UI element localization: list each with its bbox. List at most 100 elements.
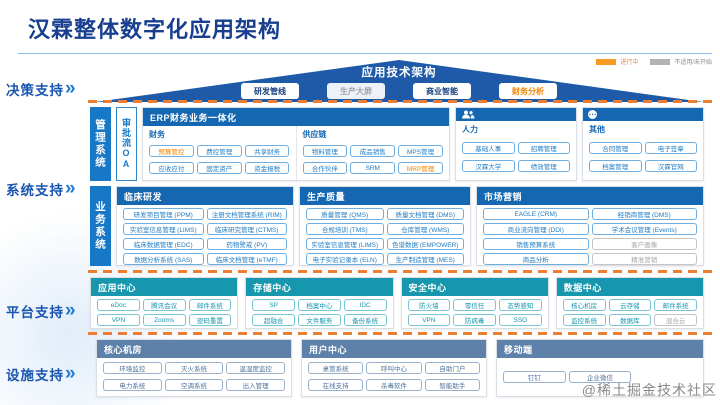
roof-button[interactable]: 财务分析 [499, 83, 557, 99]
item-pill[interactable]: 呼叫中心 [366, 362, 422, 375]
item-pill[interactable]: 物料管理 [302, 145, 348, 157]
item-pill[interactable]: 密码重置 [188, 314, 232, 326]
in-progress-swatch [596, 58, 617, 65]
item-pill[interactable]: 合同管理 [589, 141, 642, 154]
item-pill[interactable]: 实验室信息管理 (LIMS) [306, 238, 384, 250]
dashed-separator [88, 270, 712, 273]
item-pill[interactable]: 经销商管理 (DMS) [591, 208, 697, 220]
item-pill[interactable]: EAGLE (CRM) [483, 208, 589, 220]
roof-button[interactable]: 商业智能 [413, 83, 471, 99]
item-pill[interactable]: 企业微信 [568, 370, 632, 383]
item-pill[interactable]: 电子签章 [644, 141, 697, 154]
item-pill[interactable]: 出入管理 [226, 378, 285, 391]
item-pill[interactable]: eDoc [97, 299, 140, 311]
item-pill[interactable]: 研发项目管理 (PPM) [123, 208, 204, 220]
item-pill[interactable]: IDC [343, 299, 387, 311]
roof-button[interactable]: 生产大屏 [327, 83, 385, 99]
ellipsis-icon: ⋯ [588, 109, 597, 119]
data-center-items: 核心机房云存储邮件系统监控系统数据库混合云 [557, 296, 703, 330]
item-pill[interactable]: 自助门户 [424, 362, 480, 375]
item-pill[interactable]: 预算管控 [149, 145, 194, 157]
item-pill[interactable]: 基础人事 [462, 141, 515, 154]
item-pill[interactable]: 商品分析 [483, 253, 589, 265]
item-pill[interactable]: 客户画像 [591, 238, 697, 250]
item-pill[interactable]: 混合云 [654, 314, 697, 326]
item-pill[interactable]: 零信任 [453, 299, 496, 311]
item-pill[interactable]: 生产制造管理 (MES) [386, 253, 464, 265]
item-pill[interactable]: 电子实验记录本 (ELN) [306, 253, 384, 265]
item-pill[interactable]: 质量管理 (QMS) [306, 208, 384, 220]
item-pill[interactable]: 邮件系统 [654, 299, 697, 311]
item-pill[interactable]: 汉霖大学 [462, 160, 515, 173]
item-pill[interactable]: 备份系统 [343, 314, 387, 326]
item-pill[interactable]: 临床研究管理 (CTMS) [206, 223, 287, 235]
item-pill[interactable]: 超融合 [252, 314, 295, 326]
item-pill[interactable]: 防病毒 [453, 314, 496, 326]
item-pill[interactable]: 固定资产 [196, 162, 242, 174]
item-pill[interactable]: 监控系统 [562, 314, 606, 326]
item-pill[interactable]: 档案中心 [298, 299, 341, 311]
other-box: ⋯ 其他 合同管理电子签章档案管理汉霖官网 [582, 107, 704, 181]
item-pill[interactable]: SRM [350, 162, 396, 174]
item-pill[interactable]: 电力系统 [103, 378, 162, 391]
item-pill[interactable]: 灭火系统 [164, 362, 224, 375]
item-pill[interactable]: 汉霖官网 [644, 160, 697, 173]
item-pill[interactable]: 实验室信息管理 (LIMS) [123, 223, 204, 235]
item-pill[interactable]: 数据分析系统 (SAS) [123, 253, 204, 265]
item-pill[interactable]: 费控管理 [196, 145, 242, 157]
item-pill[interactable]: SSO [499, 314, 542, 326]
item-pill[interactable]: 仓库管理 (WMS) [386, 223, 464, 235]
item-pill[interactable]: 文件服务 [298, 314, 341, 326]
box-title: 市场营销 [477, 187, 703, 205]
item-pill[interactable]: VPN [97, 314, 140, 326]
item-pill[interactable]: 药物警戒 (PV) [206, 238, 287, 250]
item-pill[interactable]: 核心机房 [562, 299, 606, 311]
item-pill[interactable]: 在线支持 [308, 378, 364, 391]
item-pill[interactable]: MPS管理 [398, 145, 443, 157]
roof-button[interactable]: 研发管线 [241, 83, 299, 99]
item-pill[interactable]: 色谱数据 (EMPOWER) [386, 238, 464, 250]
item-pill[interactable]: 精准营销 [591, 253, 697, 265]
item-pill[interactable]: 温湿度监控 [226, 362, 285, 375]
item-pill[interactable]: 学术会议管理 (Events) [591, 223, 697, 235]
item-pill[interactable]: 邮件系统 [188, 299, 232, 311]
item-pill[interactable]: 合规培训 (TMS) [306, 223, 384, 235]
user-center-items: 桌管系统呼叫中心自助门户在线支持杀毒软件智能助手 [302, 358, 486, 396]
item-pill[interactable]: 合作伙伴 [302, 162, 348, 174]
item-pill[interactable]: 智能助手 [424, 378, 480, 391]
group-label: 供应链 [302, 130, 327, 139]
item-pill[interactable]: 成品销售 [350, 145, 396, 157]
box-title: 应用中心 [91, 278, 238, 296]
item-pill[interactable]: 绩效管理 [517, 160, 570, 173]
item-pill[interactable]: 腾讯会议 [142, 299, 186, 311]
item-pill[interactable]: 云存储 [608, 299, 652, 311]
item-pill[interactable]: 质量文档管理 (DMS) [386, 208, 464, 220]
item-pill[interactable]: 注册文档管理系统 (RIM) [206, 208, 287, 220]
item-pill[interactable]: 临床数据管理 (EDC) [123, 238, 204, 250]
item-pill[interactable]: 数据库 [608, 314, 652, 326]
item-pill[interactable]: 资金报税 [244, 162, 290, 174]
box-title: 存储中心 [246, 278, 393, 296]
item-pill[interactable]: 档案管理 [589, 160, 642, 173]
item-pill[interactable]: SP [252, 299, 295, 311]
item-pill[interactable]: 空调系统 [164, 378, 224, 391]
item-pill[interactable]: 杀毒软件 [366, 378, 422, 391]
item-pill[interactable]: 招聘管理 [517, 141, 570, 154]
item-pill[interactable]: 防火墙 [407, 299, 451, 311]
item-pill[interactable]: 共享财务 [244, 145, 290, 157]
item-pill[interactable]: MRP管理 [398, 162, 443, 174]
item-pill[interactable]: Zooms [142, 314, 186, 326]
item-pill[interactable]: 态势感知 [499, 299, 542, 311]
item-pill[interactable]: 临床文档管理 (eTMF) [206, 253, 287, 265]
item-pill[interactable]: 环境监控 [103, 362, 162, 375]
item-pill[interactable]: VPN [407, 314, 451, 326]
roof-buttons: 研发管线 生产大屏 商业智能 财务分析 [95, 83, 703, 99]
item-pill[interactable]: 商业流向管理 (DDI) [483, 223, 589, 235]
item-pill[interactable]: 桌管系统 [308, 362, 364, 375]
item-pill[interactable]: 销售预算系统 [483, 238, 589, 250]
item-pill[interactable]: 钉钉 [503, 370, 566, 383]
tab-business-systems: 业务系统 [90, 186, 111, 266]
item-pill[interactable]: 应收应付 [149, 162, 194, 174]
